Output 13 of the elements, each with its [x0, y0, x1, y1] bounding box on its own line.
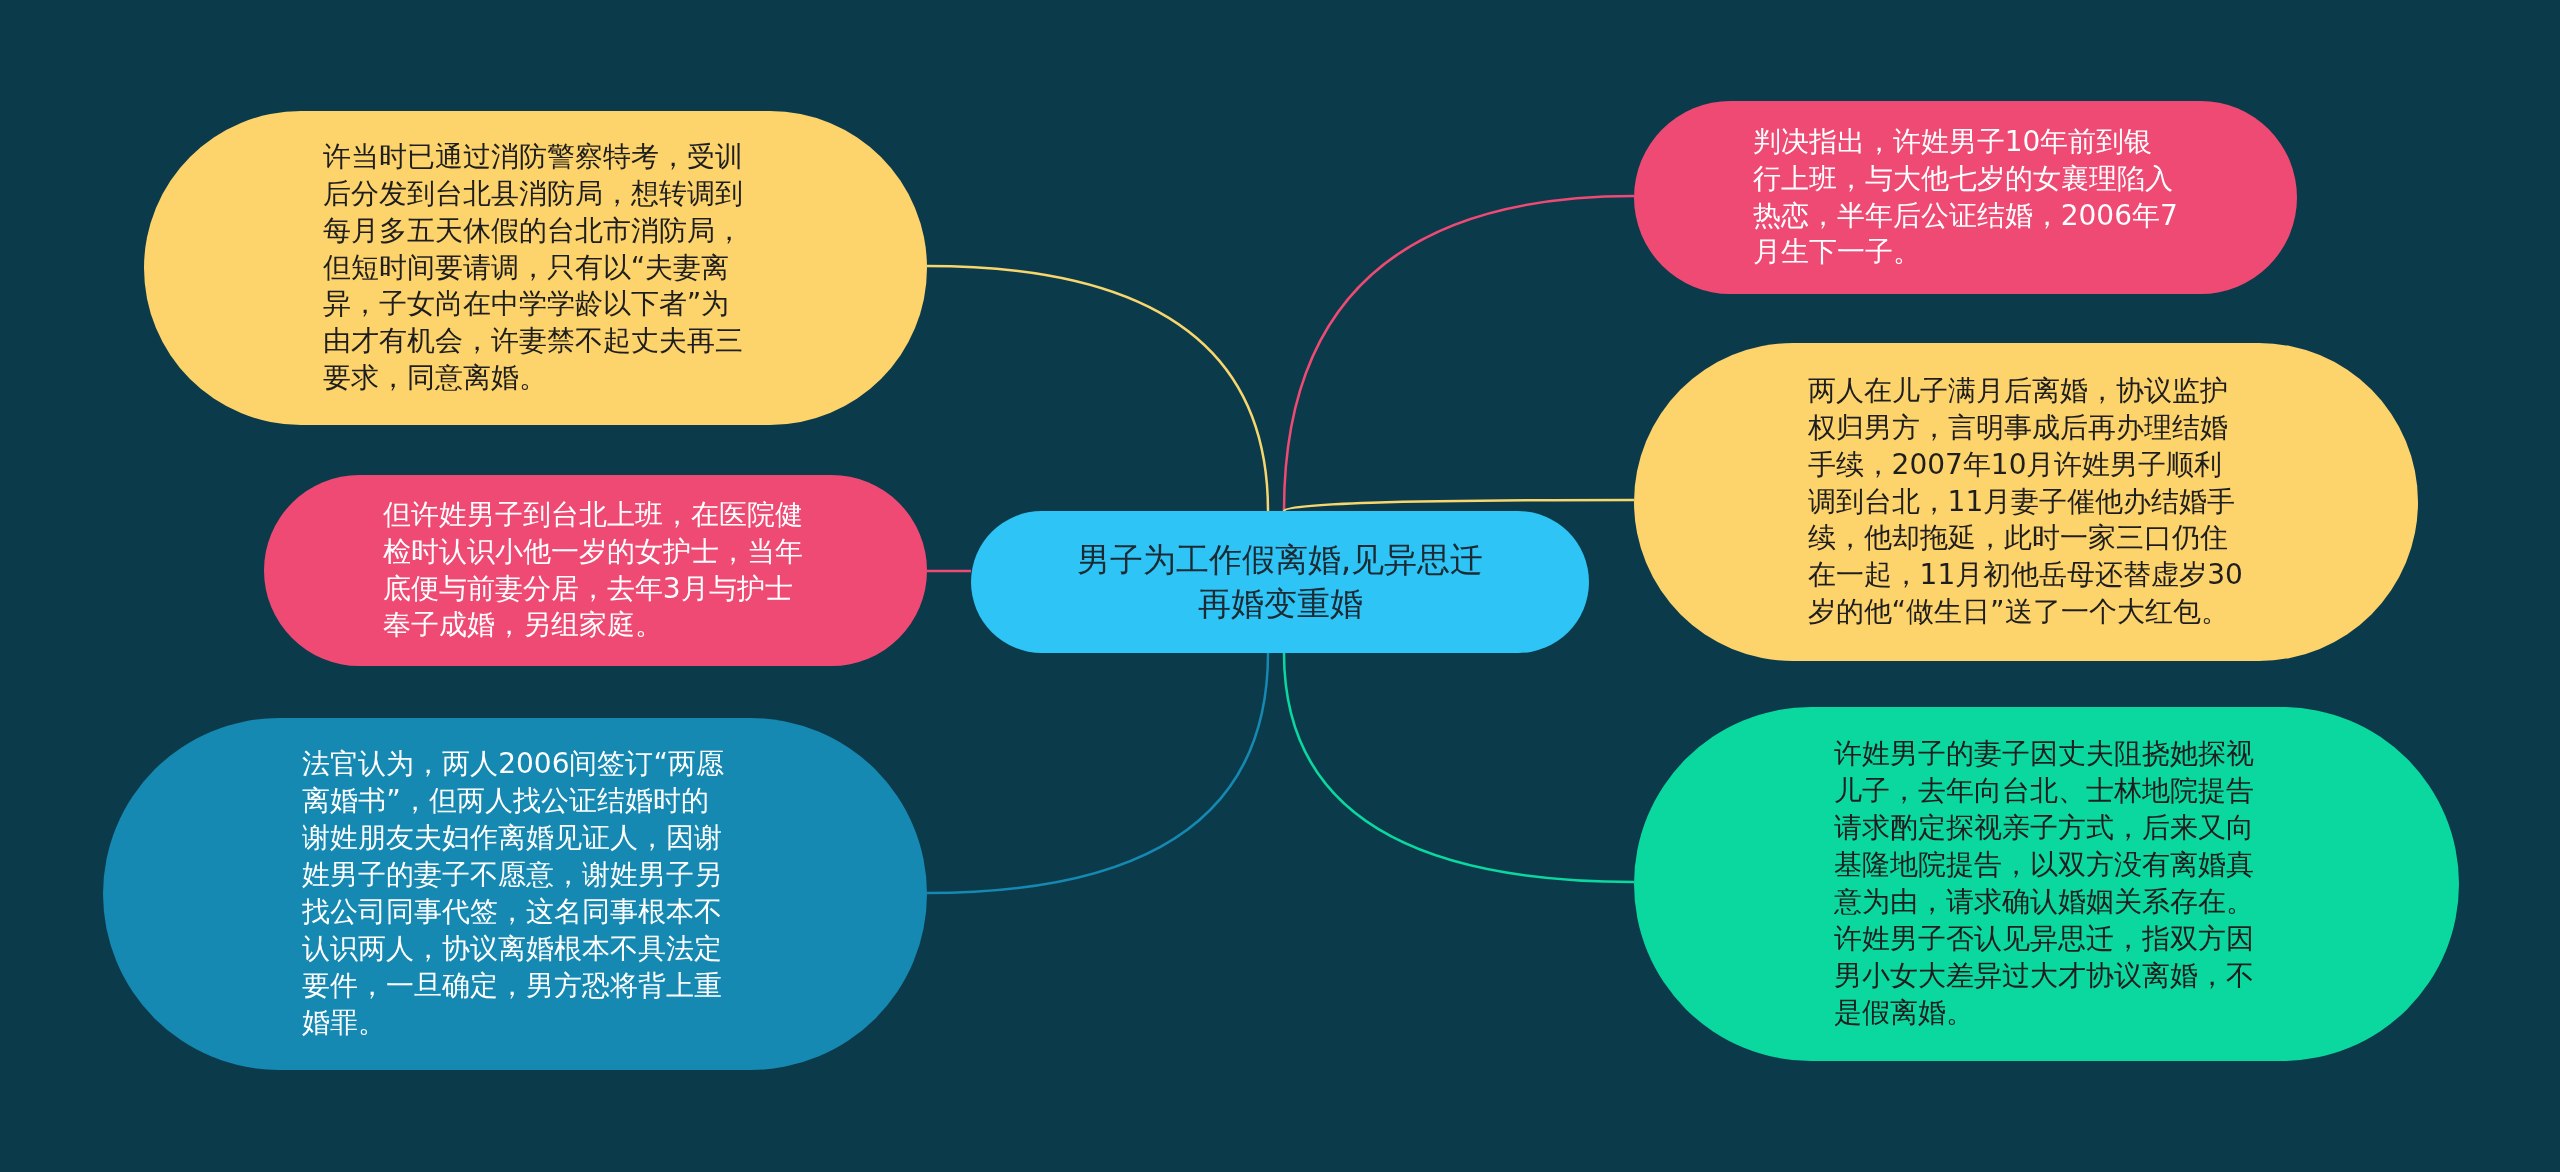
topic-text: 但许姓男子到台北上班，在医院健检时认识小他一岁的女护士，当年底便与前妻分居，去年3月与护士奉子成婚，另组家庭。 — [382, 496, 804, 644]
connector-line — [1282, 194, 1635, 512]
connector-line — [927, 569, 971, 573]
topic-text: 两人在儿子满月后离婚，协议监护权归男方，言明事成后再办理结婚手续，2007年10月许姓男子顺利调到台北，11月妻子催他办结婚手续，他却拖延，此时一家三口仍住在一起，11月初他岳母还替虚岁30岁的他“做生日”送了一个大红包。 — [1807, 372, 2244, 631]
topic-title: 男子为工作假离婚,见异思迁再婚变重婚 — [1075, 539, 1485, 625]
connector-line — [926, 652, 1270, 895]
topic-text: 许姓男子的妻子因丈夫阻挠她探视儿子，去年向台北、士林地院提告请求酌定探视亲子方式，后来又向基隆地院提告，以双方没有离婚真意为由，请求确认婚姻关系存在。许姓男子否认见异思迁，指双方因男小女大差异过大才协议离婚，不是假离婚。 — [1833, 736, 2255, 1031]
topic-text: 许当时已通过消防警察特考，受训后分发到台北县消防局，想转调到每月多五天休假的台北市消防局，但短时间要请调，只有以“夫妻离异，子女尚在中学学龄以下者”为由才有机会，许妻禁不起丈夫再三要求，同意离婚。 — [322, 138, 744, 397]
topic-text: 判决指出，许姓男子10年前到银行上班，与大他七岁的女襄理陷入热恋，半年后公证结婚，2006年7月生下一子。 — [1752, 123, 2179, 271]
topic-text: 法官认为，两人2006间签订“两愿离婚书”，但两人找公证结婚时的谢姓朋友夫妇作离婚见证人，因谢姓男子的妻子不愿意，谢姓男子另找公司同事代签，这名同事根本不认识两人，协议离婚根本不具法定要件，一旦确定，男方恐将背上重婚罪。 — [302, 746, 725, 1041]
connector-line — [1282, 652, 1635, 884]
connector-line — [926, 264, 1270, 512]
connector-line — [1283, 498, 1634, 513]
